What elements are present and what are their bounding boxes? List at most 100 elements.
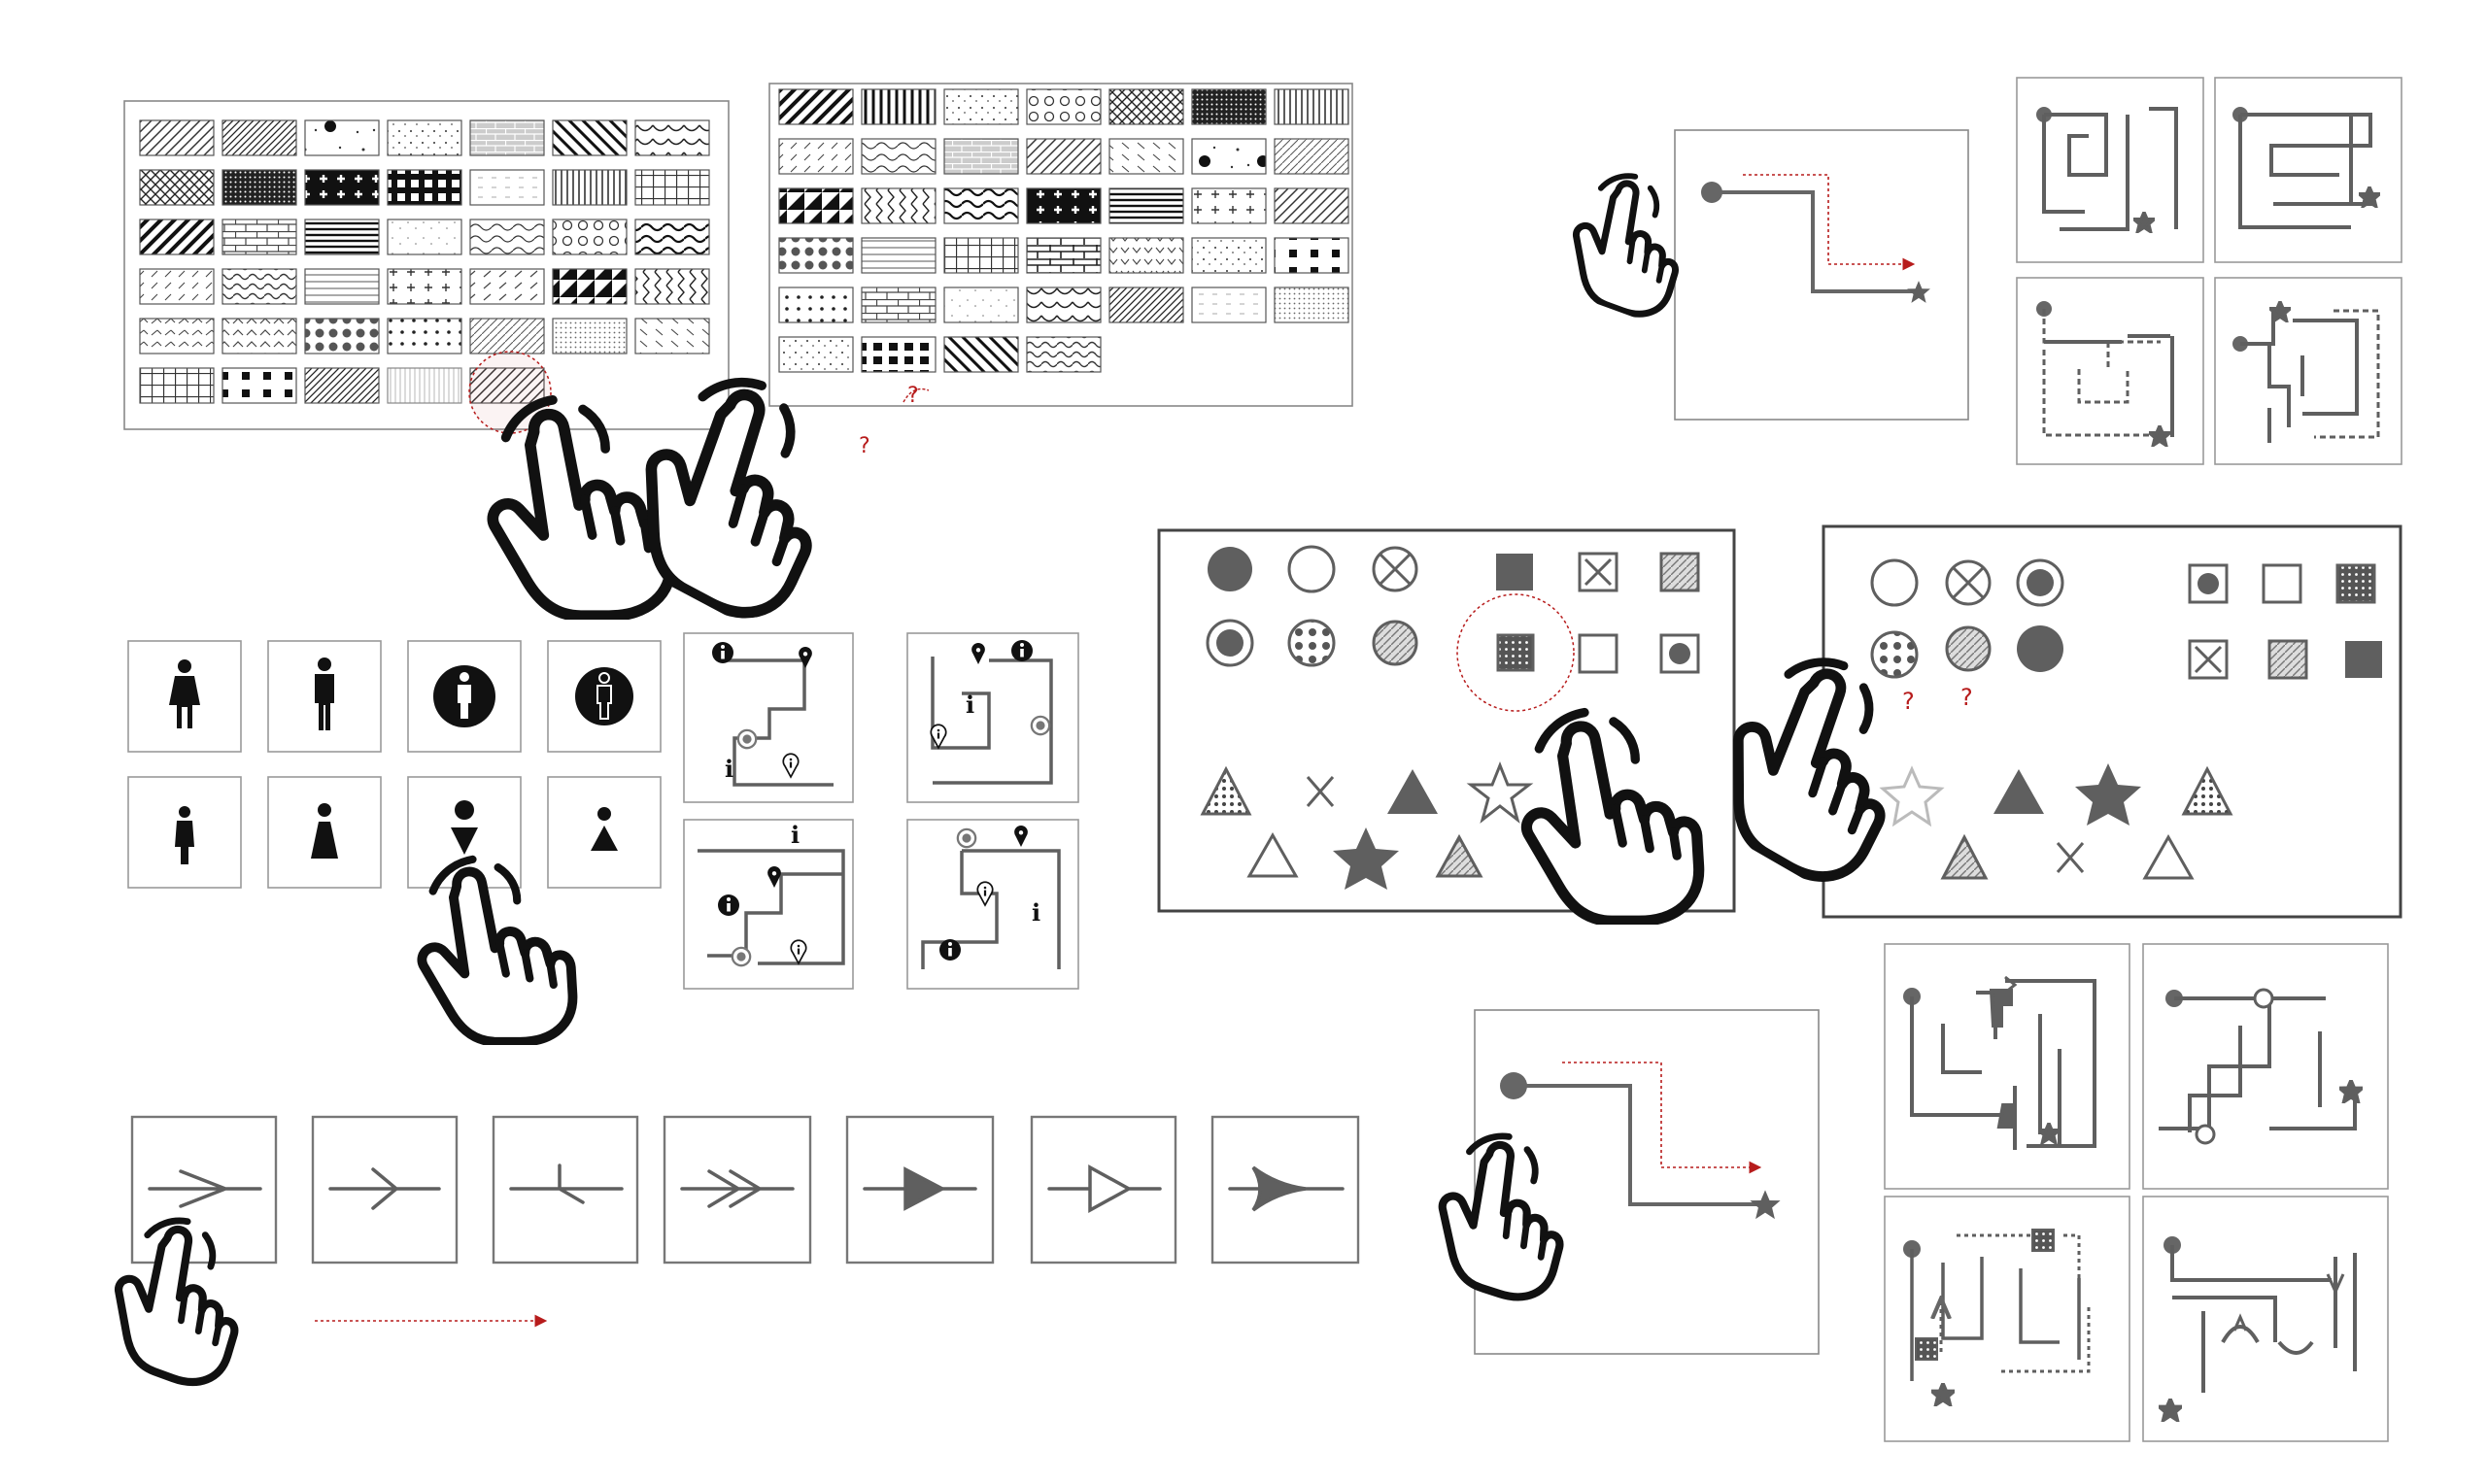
- shape-panel-2: ? ?: [1822, 524, 2402, 919]
- texture-swatch[interactable]: [1026, 88, 1102, 125]
- texture-swatch[interactable]: [943, 138, 1019, 175]
- texture-swatch[interactable]: [1274, 287, 1349, 323]
- arrow-symbols-row: [130, 1115, 1360, 1328]
- texture-swatch[interactable]: [1191, 237, 1267, 274]
- texture-swatch[interactable]: [221, 268, 297, 305]
- texture-swatch[interactable]: [552, 219, 628, 255]
- texture-swatch[interactable]: [861, 287, 937, 323]
- texture-swatch[interactable]: [1026, 237, 1102, 274]
- texture-swatch[interactable]: [387, 367, 462, 404]
- texture-swatch[interactable]: [634, 219, 710, 255]
- texture-swatch[interactable]: [943, 336, 1019, 373]
- texture-swatch[interactable]: [634, 268, 710, 305]
- texture-swatch[interactable]: [778, 287, 854, 323]
- texture-swatch[interactable]: [387, 169, 462, 206]
- texture-swatch[interactable]: [778, 88, 854, 125]
- texture-swatch[interactable]: [304, 219, 380, 255]
- texture-swatch[interactable]: [943, 287, 1019, 323]
- texture-swatch[interactable]: [139, 119, 215, 156]
- question-mark: ?: [1902, 688, 1915, 715]
- texture-swatch[interactable]: [1026, 187, 1102, 224]
- outline-arrow-icon: [1047, 1164, 1162, 1213]
- texture-swatch[interactable]: [634, 318, 710, 354]
- texture-swatch[interactable]: [552, 169, 628, 206]
- texture-swatch[interactable]: [469, 318, 545, 354]
- triangle-person-icon: [591, 807, 618, 851]
- texture-swatch[interactable]: [1274, 138, 1349, 175]
- texture-swatch[interactable]: [387, 318, 462, 354]
- question-mark: ?: [1960, 684, 1973, 711]
- texture-swatch[interactable]: [469, 219, 545, 255]
- man-icon: [315, 658, 334, 730]
- info-letter: i: [966, 691, 974, 719]
- texture-swatch[interactable]: [139, 268, 215, 305]
- texture-swatch[interactable]: [469, 367, 545, 404]
- info-letter: i: [1032, 898, 1040, 927]
- texture-swatch[interactable]: [552, 318, 628, 354]
- texture-swatch[interactable]: [861, 237, 937, 274]
- texture-swatch[interactable]: [1108, 287, 1184, 323]
- texture-swatch[interactable]: [778, 336, 854, 373]
- texture-swatch[interactable]: [778, 237, 854, 274]
- texture-swatch[interactable]: [387, 219, 462, 255]
- texture-swatch[interactable]: [634, 169, 710, 206]
- texture-swatch[interactable]: [1108, 187, 1184, 224]
- texture-swatch[interactable]: [1274, 237, 1349, 274]
- man-circle-outline-icon: [575, 667, 633, 725]
- texture-swatch[interactable]: [1191, 287, 1267, 323]
- texture-swatch[interactable]: [1274, 187, 1349, 224]
- route-panel-top: [1674, 129, 1969, 421]
- texture-swatch[interactable]: [139, 318, 215, 354]
- texture-swatch[interactable]: [1191, 88, 1267, 125]
- texture-swatch[interactable]: [139, 219, 215, 255]
- texture-swatch[interactable]: [469, 169, 545, 206]
- texture-swatch[interactable]: [778, 187, 854, 224]
- texture-swatch[interactable]: [943, 187, 1019, 224]
- double-arrow-icon: [680, 1169, 795, 1208]
- texture-swatch[interactable]: [387, 119, 462, 156]
- texture-swatch[interactable]: [1274, 88, 1349, 125]
- texture-swatch[interactable]: [1026, 287, 1102, 323]
- texture-swatch[interactable]: [221, 119, 297, 156]
- open-arrow-icon: [148, 1169, 262, 1208]
- texture-swatch[interactable]: [552, 119, 628, 156]
- texture-swatch[interactable]: [1191, 187, 1267, 224]
- texture-swatch[interactable]: [304, 169, 380, 206]
- texture-swatch[interactable]: [139, 367, 215, 404]
- texture-swatch[interactable]: [861, 138, 937, 175]
- texture-swatch[interactable]: [1108, 138, 1184, 175]
- texture-swatch[interactable]: [304, 119, 380, 156]
- texture-swatch[interactable]: [778, 138, 854, 175]
- texture-swatch[interactable]: [221, 219, 297, 255]
- texture-swatch[interactable]: [221, 169, 297, 206]
- texture-swatch[interactable]: [861, 187, 937, 224]
- maze-grid-top: [2016, 77, 2402, 465]
- texture-swatch[interactable]: [1108, 88, 1184, 125]
- texture-swatch[interactable]: [304, 367, 380, 404]
- texture-swatch[interactable]: [469, 268, 545, 305]
- texture-swatch[interactable]: [943, 88, 1019, 125]
- texture-swatch[interactable]: [1026, 138, 1102, 175]
- pattern-panel-1: [123, 100, 730, 434]
- texture-swatch[interactable]: [861, 88, 937, 125]
- texture-swatch[interactable]: [469, 119, 545, 156]
- texture-swatch[interactable]: [1191, 138, 1267, 175]
- texture-swatch[interactable]: [552, 268, 628, 305]
- texture-swatch[interactable]: [1026, 336, 1102, 373]
- texture-swatch[interactable]: [1108, 237, 1184, 274]
- texture-swatch[interactable]: [634, 119, 710, 156]
- texture-swatch[interactable]: [304, 318, 380, 354]
- maze-grid-bottom: [1884, 943, 2389, 1442]
- texture-swatch[interactable]: [387, 268, 462, 305]
- info-letter: i: [725, 755, 733, 783]
- texture-swatch[interactable]: [139, 169, 215, 206]
- texture-swatch[interactable]: [861, 336, 937, 373]
- pattern-panel-2: ? ?: [768, 83, 1353, 458]
- texture-swatch[interactable]: [943, 237, 1019, 274]
- route-panel-bottom: [1474, 1009, 1820, 1355]
- info-letter: i: [791, 821, 800, 849]
- texture-swatch[interactable]: [221, 318, 297, 354]
- texture-swatch[interactable]: [221, 367, 297, 404]
- question-path: [903, 388, 930, 403]
- texture-swatch[interactable]: [304, 268, 380, 305]
